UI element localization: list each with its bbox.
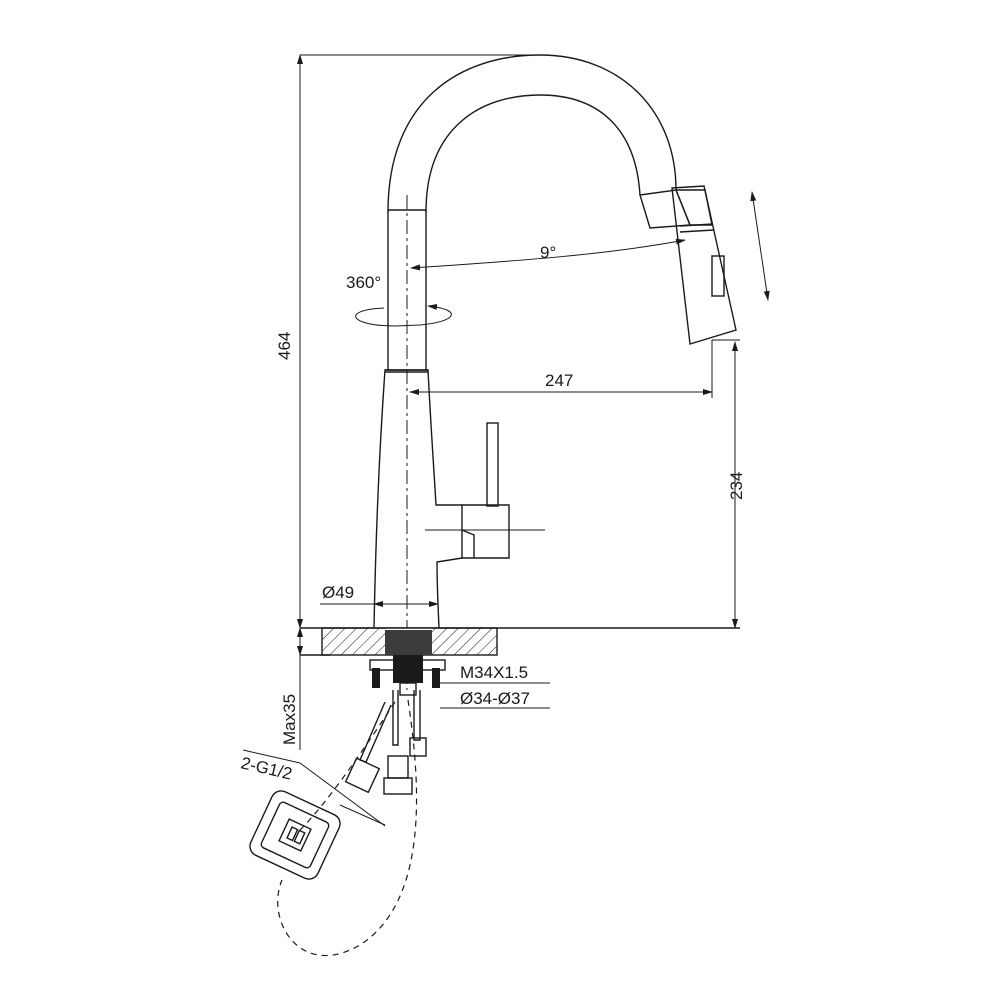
mounting-hardware: M34X1.5 Ø34-Ø37 xyxy=(369,655,550,709)
total-height-label: 464 xyxy=(275,332,294,360)
body-diameter-label: Ø49 xyxy=(322,583,354,602)
spray-angle-dimension: 9° xyxy=(410,191,770,301)
faucet-outline xyxy=(373,54,737,629)
spout-height-label: 234 xyxy=(727,472,746,500)
thread-label: M34X1.5 xyxy=(460,663,528,682)
supply-hoses xyxy=(277,690,427,957)
body-diameter-dimension: Ø49 xyxy=(320,583,439,607)
hose-connection-label: 2-G1/2 xyxy=(239,753,294,783)
swivel-indicator: 360° xyxy=(346,273,452,327)
spray-angle-label: 9° xyxy=(540,243,556,262)
spout-reach-label: 247 xyxy=(545,371,573,390)
lever-handle xyxy=(425,422,545,559)
hole-diameter-label: Ø34-Ø37 xyxy=(460,689,530,708)
max-thickness-dimension: Max35 xyxy=(280,627,303,750)
hose-weight xyxy=(249,790,341,880)
countertop-section xyxy=(300,627,740,656)
spout-reach-dimension: 247 xyxy=(409,340,713,398)
swivel-label: 360° xyxy=(346,273,381,292)
max-thickness-label: Max35 xyxy=(280,694,299,745)
total-height-dimension: 464 xyxy=(275,54,540,629)
spout-height-dimension: 234 xyxy=(712,339,746,629)
